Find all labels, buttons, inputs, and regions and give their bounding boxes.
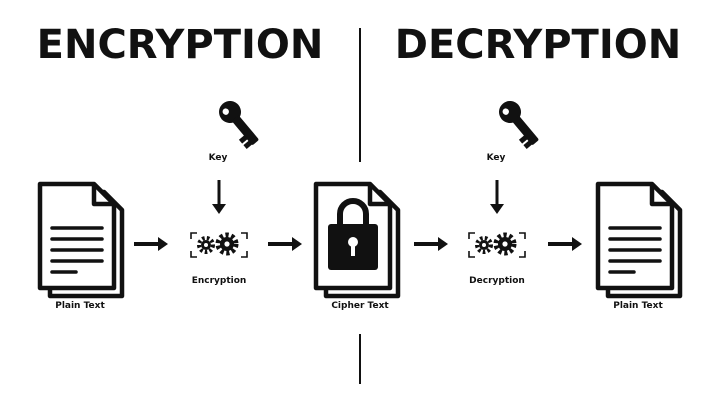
arrow-right-icon: [266, 235, 304, 253]
arrow-right-icon: [132, 235, 170, 253]
label-encryption: Encryption: [192, 276, 247, 286]
gears-icon: [191, 233, 247, 257]
document-icon: [40, 184, 122, 296]
arrow-right-icon: [412, 235, 450, 253]
key-icon: [214, 96, 265, 150]
label-plain-text-left: Plain Text: [55, 301, 105, 311]
label-cipher-text: Cipher Text: [331, 301, 389, 311]
arrow-down-icon: [488, 178, 506, 216]
heading-decryption: DECRYPTION: [395, 22, 681, 68]
label-key-right: Key: [487, 153, 506, 163]
arrow-right-icon: [546, 235, 584, 253]
label-plain-text-right: Plain Text: [613, 301, 663, 311]
key-icon: [494, 96, 545, 150]
heading-encryption: ENCRYPTION: [37, 22, 324, 68]
label-key-left: Key: [209, 153, 228, 163]
document-icon: [598, 184, 680, 296]
label-decryption: Decryption: [469, 276, 525, 286]
arrow-down-icon: [210, 178, 228, 216]
locked-document-icon: [313, 181, 401, 299]
gears-icon: [469, 233, 525, 257]
